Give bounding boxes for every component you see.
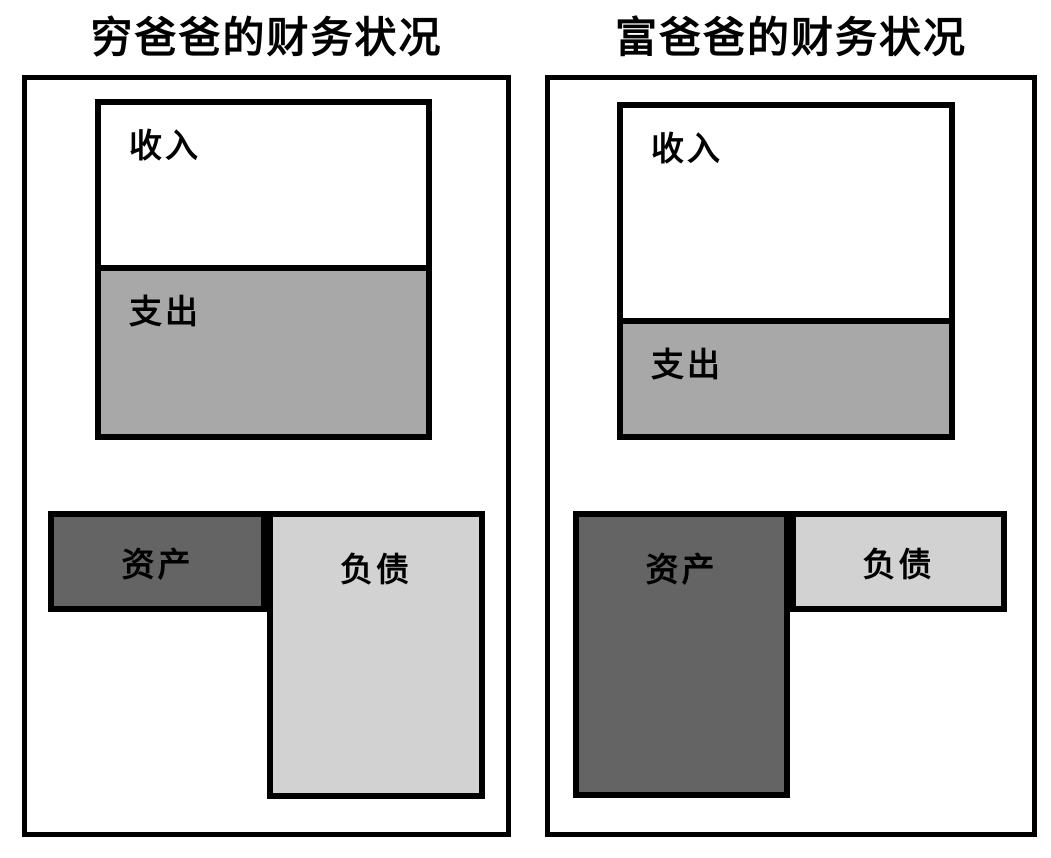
poor-dad-panel: 收入 支出 资产 负债: [22, 75, 511, 837]
poor-dad-income-statement-box: 收入 支出: [95, 99, 432, 440]
poor-dad-income-section: 收入: [101, 105, 426, 265]
rich-dad-expense-label: 支出: [651, 345, 723, 384]
rich-dad-panel-title: 富爸爸的财务状况: [614, 13, 967, 62]
poor-dad-expense-label: 支出: [129, 292, 201, 331]
poor-dad-expense-section: 支出: [101, 265, 426, 434]
rich-dad-income-label: 收入: [651, 129, 723, 168]
rich-dad-liabilities-label: 负债: [862, 544, 935, 584]
poor-dad-income-label: 收入: [129, 126, 201, 165]
poor-dad-liabilities-label: 负债: [340, 550, 412, 589]
rich-dad-income-section: 收入: [623, 108, 949, 318]
poor-dad-assets-label: 资产: [121, 544, 194, 584]
rich-dad-liabilities-box: 负债: [790, 511, 1007, 612]
rich-dad-income-statement-box: 收入 支出: [617, 102, 955, 440]
rich-dad-assets-label: 资产: [645, 550, 718, 589]
poor-dad-liabilities-box: 负债: [267, 511, 485, 799]
rich-dad-expense-section: 支出: [623, 318, 949, 434]
poor-dad-assets-box: 资产: [48, 511, 267, 612]
rich-dad-assets-box: 资产: [573, 511, 790, 798]
poor-dad-panel-title: 穷爸爸的财务状况: [90, 13, 443, 62]
rich-dad-panel: 收入 支出 资产 负债: [545, 75, 1037, 837]
